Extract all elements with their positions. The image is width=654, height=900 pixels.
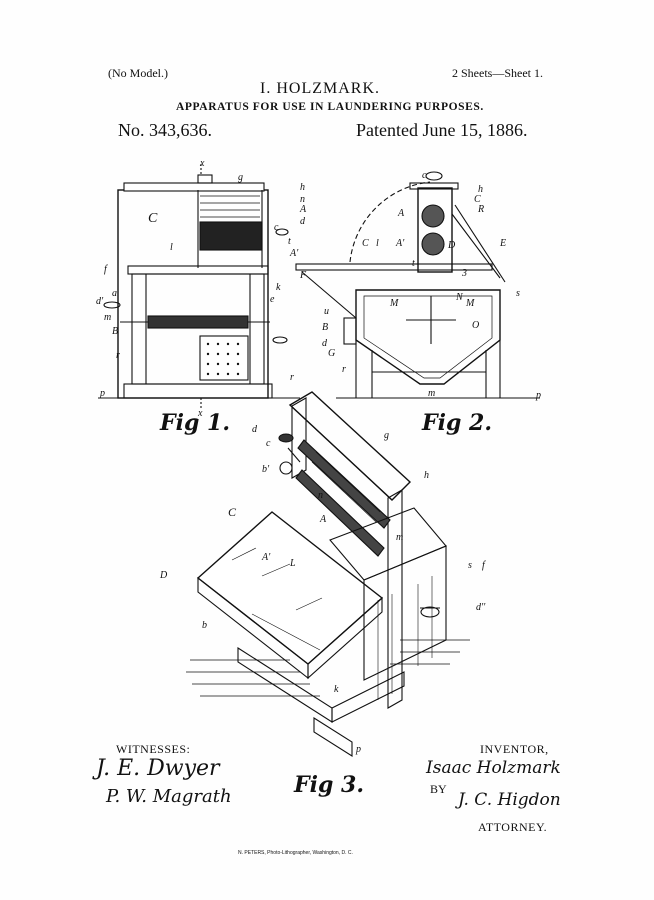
svg-text:f: f (482, 560, 486, 571)
svg-text:A: A (299, 204, 307, 215)
engraver-credit: N. PETERS, Photo-Lithographer, Washingto… (238, 850, 353, 856)
svg-text:M: M (465, 298, 475, 309)
svg-text:C: C (474, 194, 481, 205)
svg-text:s: s (516, 288, 520, 299)
svg-text:D: D (159, 570, 168, 581)
svg-text:3: 3 (461, 268, 467, 279)
inventor-signature: Isaac Holzmark (426, 758, 561, 778)
patent-number: No. 343,636. (118, 120, 212, 140)
svg-text:A': A' (395, 238, 405, 249)
sheet-number: 2 Sheets—Sheet 1. (452, 66, 543, 80)
svg-text:N: N (455, 292, 464, 303)
attorney-signature: J. C. Higdon (458, 790, 561, 810)
svg-text:c: c (422, 170, 427, 181)
svg-text:d: d (300, 216, 306, 227)
fig3-caption: Fig 3. (294, 772, 364, 798)
svg-text:x: x (197, 408, 203, 419)
svg-text:a: a (112, 288, 117, 299)
svg-text:r: r (290, 372, 294, 383)
svg-text:h: h (424, 470, 429, 481)
svg-text:r: r (116, 350, 120, 361)
svg-text:C: C (228, 505, 237, 519)
fig1-caption: Fig 1. (160, 410, 230, 436)
svg-text:e: e (270, 294, 275, 305)
svg-text:l: l (376, 238, 379, 249)
inventor-name: I. HOLZMARK. (260, 80, 380, 97)
svg-text:E: E (499, 238, 506, 249)
svg-text:t: t (412, 258, 415, 269)
svg-text:b': b' (262, 464, 270, 475)
svg-text:B: B (112, 326, 118, 337)
svg-text:R: R (477, 204, 484, 215)
fig1-front-elevation (98, 164, 300, 410)
svg-text:n: n (318, 490, 323, 501)
svg-text:u: u (324, 306, 329, 317)
fig2-caption: Fig 2. (422, 410, 492, 436)
svg-text:n: n (300, 194, 305, 205)
svg-text:g: g (384, 430, 389, 441)
svg-text:f: f (104, 264, 108, 275)
svg-text:C: C (362, 238, 369, 249)
svg-text:C: C (148, 211, 158, 226)
svg-text:A: A (319, 514, 327, 525)
svg-text:A': A' (289, 248, 299, 259)
svg-text:O: O (472, 320, 479, 331)
svg-text:G: G (328, 348, 335, 359)
apparatus-title: APPARATUS FOR USE IN LAUNDERING PURPOSES… (176, 101, 484, 113)
svg-text:b: b (202, 620, 207, 631)
svg-text:A': A' (261, 552, 271, 563)
inventor-label: INVENTOR, (480, 742, 549, 756)
svg-text:t: t (288, 236, 291, 247)
svg-text:c: c (266, 438, 271, 449)
svg-text:d'': d'' (476, 602, 486, 613)
svg-text:d': d' (96, 296, 104, 307)
svg-text:M: M (389, 298, 399, 309)
svg-text:p: p (535, 390, 541, 401)
witnesses-label: WITNESSES: (116, 742, 191, 756)
patent-date: Patented June 15, 1886. (356, 120, 528, 140)
svg-text:c: c (274, 222, 279, 233)
svg-text:p: p (355, 744, 361, 755)
svg-text:B: B (322, 322, 328, 333)
svg-text:g: g (238, 172, 243, 183)
svg-text:m: m (396, 532, 403, 543)
svg-text:D: D (447, 240, 456, 251)
svg-text:h: h (478, 184, 483, 195)
svg-text:A: A (397, 208, 405, 219)
by-label: BY (430, 782, 447, 796)
svg-text:r: r (342, 364, 346, 375)
fig2-section (295, 171, 540, 399)
no-model-label: (No Model.) (108, 66, 168, 80)
svg-text:s: s (468, 560, 472, 571)
svg-text:m: m (428, 388, 435, 399)
svg-text:F: F (299, 270, 307, 281)
svg-text:d: d (252, 424, 258, 435)
witness-1-signature: J. E. Dwyer (96, 756, 220, 781)
svg-text:k: k (334, 684, 339, 695)
fig3-perspective (186, 391, 470, 757)
witness-2-signature: P. W. Magrath (106, 786, 232, 807)
svg-text:l: l (170, 242, 173, 253)
svg-text:k: k (276, 282, 281, 293)
attorney-label: ATTORNEY. (478, 820, 548, 834)
svg-text:d: d (322, 338, 328, 349)
svg-text:m: m (104, 312, 111, 323)
svg-text:h: h (300, 182, 305, 193)
svg-text:L: L (289, 558, 296, 569)
svg-text:p: p (99, 388, 105, 399)
svg-text:x: x (199, 158, 205, 169)
